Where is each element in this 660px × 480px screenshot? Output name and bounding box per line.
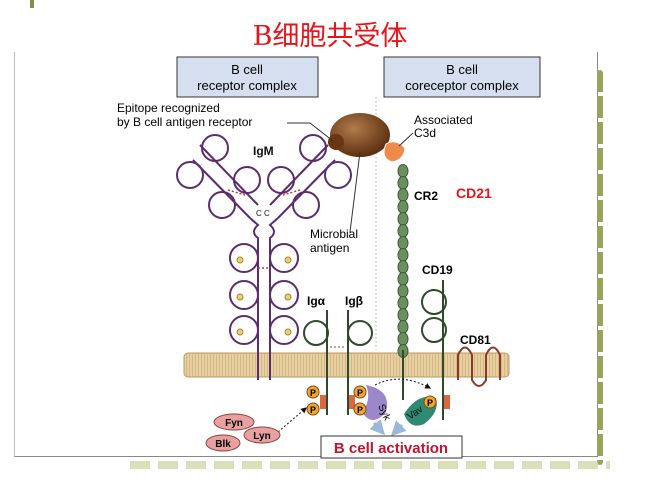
kinase-blk: Blk [205,434,241,452]
cr2-domain [397,248,409,262]
igm-receptor [176,134,352,380]
cr2-domain [397,296,409,310]
label-cc: C C [256,209,270,218]
phosphate-group: P P [306,385,320,416]
syk-phosphates: P P [353,385,367,416]
c3d [383,141,406,163]
itam-cd19 [444,395,450,409]
kinase-lyn: Lyn [243,426,281,444]
label-c3d-line2: C3d [414,126,436,140]
cd19 [421,280,447,420]
arrow-kinases-to-itam [277,407,307,433]
slide-title: B细胞共受体 [252,21,408,52]
decoration-mark [30,0,34,8]
label-ig-alpha: Igα [307,294,326,308]
label-microbial-line1: Microbial [310,227,358,241]
antigen-leader [349,151,361,233]
label-cd21: CD21 [456,185,492,201]
header-left-line2: receptor complex [197,78,297,93]
header-right-line1: B cell [446,62,478,77]
svg-text:Blk: Blk [215,439,231,450]
cr2-domain [397,284,409,298]
decoration-vine-right [597,70,603,465]
label-microbial-line2: antigen [310,241,349,255]
itam-alpha [320,395,326,409]
cr2-domain [397,260,409,274]
header-coreceptor-complex: B cell coreceptor complex [383,56,541,98]
vav-phosphate [423,395,437,409]
syk-kinase [362,385,388,420]
cr2-chain [397,164,409,358]
cr2-domain [397,224,409,238]
cr2-domain [397,272,409,286]
itam-beta [349,395,355,409]
header-right-line2: coreceptor complex [405,78,519,93]
label-igm: IgM [253,144,274,158]
header-left-line1: B cell [231,62,263,77]
svg-text:Lyn: Lyn [253,431,270,442]
svg-text:P: P [357,405,363,415]
label-ig-beta: Igβ [345,294,363,308]
label-cr2: CR2 [414,189,438,203]
cr2-domain [397,320,409,334]
header-receptor-complex: B cell receptor complex [176,56,319,98]
svg-text:P: P [357,388,363,398]
cr2-domain [397,176,409,190]
decoration-vine-bottom [130,461,610,469]
b-cell-activation-box: B cell activation [320,435,463,459]
arrow-syk-to-vav [374,378,432,389]
kinase-fyn: Fyn [213,413,255,431]
label-b-cell-activation: B cell activation [334,440,448,457]
svg-text:Fyn: Fyn [225,418,243,429]
cr2-domain [397,236,409,250]
arrow-syk-activation [369,419,386,436]
microbial-antigen [330,113,390,157]
cr2-domain [397,200,409,214]
label-epitope-line1: Epitope recognized [117,101,220,115]
label-c3d-line1: Associated [414,113,473,127]
cr2-domain [397,164,409,178]
c3d-leader [398,132,414,147]
arrow-vav-activation [390,420,407,437]
label-epitope-line2: by B cell antigen receptor [117,115,252,129]
igm-disulfide-bonds [227,189,301,269]
cr2-domain [397,188,409,202]
epitope-leader [287,122,334,142]
svg-text:P: P [427,398,433,408]
label-cd19: CD19 [422,263,453,277]
cr2-domain [397,308,409,322]
epitope [328,134,344,150]
cr2-domain [397,212,409,226]
svg-text:P: P [310,405,316,415]
igm-glycans [236,256,292,336]
cd81 [457,346,501,387]
cr2-domain [397,332,409,346]
label-cd81: CD81 [460,333,491,347]
svg-text:P: P [310,388,316,398]
cell-membrane [183,352,510,378]
ig-alpha-beta [303,310,373,415]
